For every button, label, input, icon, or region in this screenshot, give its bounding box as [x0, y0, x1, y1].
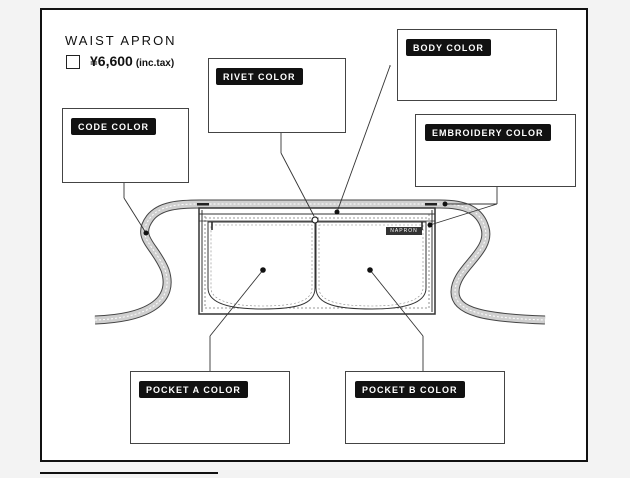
product-title: WAIST APRON	[65, 33, 177, 48]
pocket-b-color-label: POCKET B COLOR	[355, 381, 465, 398]
body-color-label: BODY COLOR	[406, 39, 491, 56]
rivet	[311, 216, 319, 224]
embroidery-color-label: EMBROIDERY COLOR	[425, 124, 551, 141]
pocket-b	[315, 221, 427, 310]
code-color-label: CODE COLOR	[71, 118, 157, 135]
brand-tag: NAPRON	[386, 227, 422, 235]
tax-note: (inc.tax)	[135, 58, 175, 69]
pocket-a-color-label: POCKET A COLOR	[139, 381, 248, 398]
bottom-rule	[40, 472, 218, 474]
pocket-b-color-box[interactable]	[345, 371, 505, 444]
order-checkbox[interactable]	[66, 55, 80, 69]
product-price: ¥6,600(inc.tax)	[90, 53, 174, 69]
price-value: ¥6,600	[90, 53, 133, 69]
pocket-a	[207, 221, 316, 310]
rivet-color-label: RIVET COLOR	[216, 68, 303, 85]
